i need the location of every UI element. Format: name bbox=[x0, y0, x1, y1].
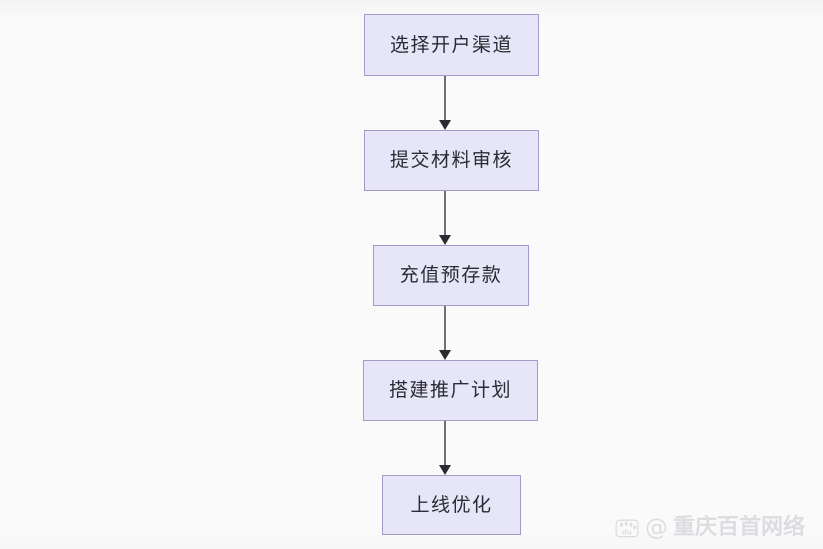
watermark-text: 重庆百首网络 bbox=[672, 515, 805, 540]
flow-node-label: 选择开户渠道 bbox=[389, 33, 513, 56]
flow-node-build-campaign[interactable]: 搭建推广计划 bbox=[363, 360, 538, 421]
flow-node-label: 上线优化 bbox=[410, 493, 493, 516]
flow-node-submit-review[interactable]: 提交材料审核 bbox=[364, 130, 539, 191]
flow-node-label: 充值预存款 bbox=[399, 264, 503, 286]
flow-node-label: 提交材料审核 bbox=[389, 149, 513, 171]
at-symbol-icon: @ bbox=[644, 514, 668, 541]
watermark: du @ 重庆百首网络 bbox=[614, 515, 805, 541]
flow-node-select-channel[interactable]: 选择开户渠道 bbox=[364, 14, 539, 76]
flow-node-recharge-deposit[interactable]: 充值预存款 bbox=[373, 245, 529, 306]
baidu-paw-logo-icon: du bbox=[614, 515, 640, 541]
arrow-head-icon bbox=[439, 465, 451, 475]
flow-node-label: 搭建推广计划 bbox=[388, 379, 512, 401]
flow-arrow-4 bbox=[438, 421, 452, 475]
arrow-stem bbox=[444, 191, 446, 236]
flow-arrow-1 bbox=[438, 76, 452, 130]
arrow-head-icon bbox=[439, 120, 451, 130]
flow-arrow-3 bbox=[438, 306, 452, 360]
arrow-head-icon bbox=[439, 350, 451, 360]
arrow-stem bbox=[444, 306, 446, 351]
svg-text:du: du bbox=[622, 528, 632, 536]
flow-arrow-2 bbox=[438, 191, 452, 245]
arrow-head-icon bbox=[439, 235, 451, 245]
arrow-stem bbox=[444, 421, 446, 466]
flow-node-launch-optimize[interactable]: 上线优化 bbox=[382, 475, 521, 535]
arrow-stem bbox=[444, 76, 446, 121]
